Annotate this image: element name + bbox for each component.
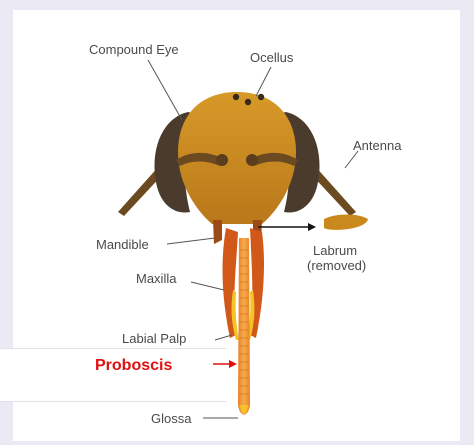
label-antenna: Antenna xyxy=(353,138,402,153)
ocellus-1 xyxy=(233,94,239,100)
ocellus-3 xyxy=(258,94,264,100)
label-labrum: Labrum xyxy=(313,243,357,258)
leader-maxilla xyxy=(191,282,224,290)
antenna-socket-right xyxy=(246,154,258,166)
label-ocellus: Ocellus xyxy=(250,50,294,65)
label-maxilla: Maxilla xyxy=(136,271,177,286)
labrum xyxy=(324,215,368,230)
leader-labial-palp xyxy=(215,335,232,340)
labrum-arrow xyxy=(258,223,316,231)
ocellus-2 xyxy=(245,99,251,105)
label-compound-eye: Compound Eye xyxy=(89,42,179,57)
leader-ocellus xyxy=(256,67,271,96)
proboscis-arrow xyxy=(213,360,237,368)
leader-compound-eye xyxy=(148,60,182,120)
label-glossa: Glossa xyxy=(151,411,192,426)
label-proboscis: Proboscis xyxy=(95,357,172,374)
label-labrum-removed: (removed) xyxy=(307,258,366,273)
leader-mandible xyxy=(167,238,215,244)
label-mandible: Mandible xyxy=(96,237,149,252)
leader-antenna xyxy=(345,151,358,168)
glossa xyxy=(238,238,250,415)
label-labial-palp: Labial Palp xyxy=(122,331,186,346)
mandible-left xyxy=(213,220,222,244)
antenna-socket-left xyxy=(216,154,228,166)
